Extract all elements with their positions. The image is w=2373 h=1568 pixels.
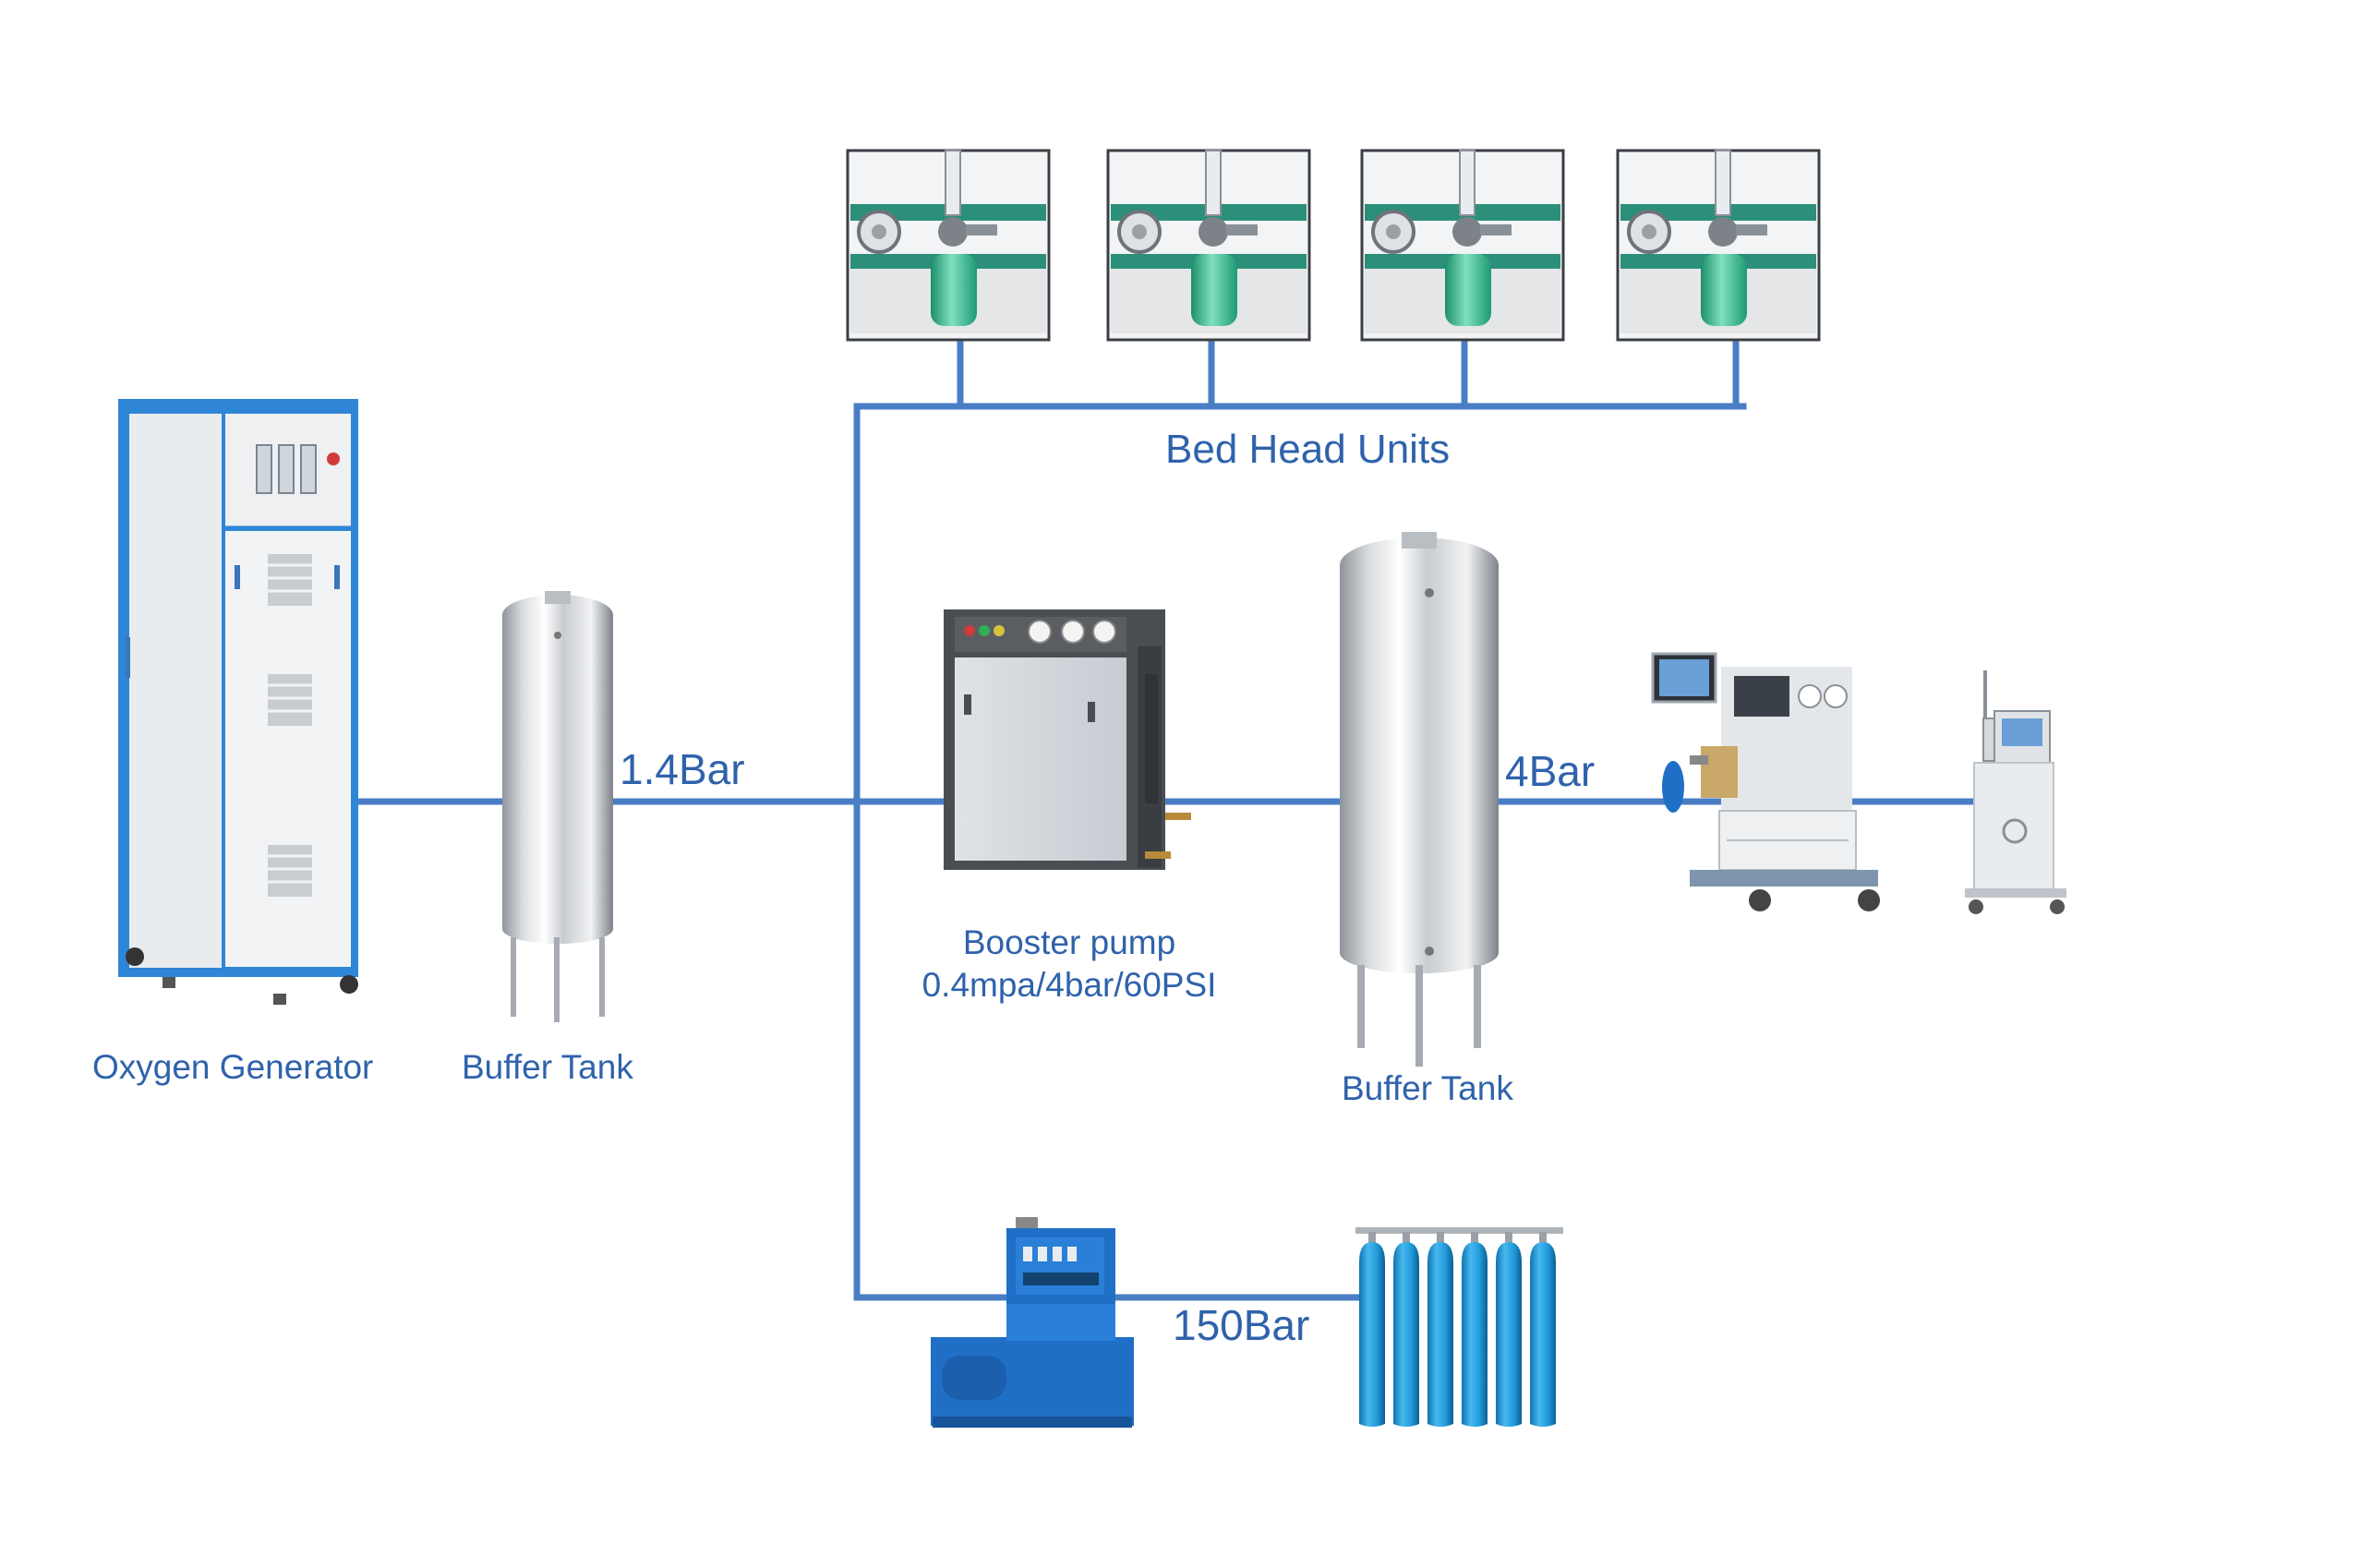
label-bed-head-units: Bed Head Units — [1165, 427, 1451, 472]
oxygen-cylinder-icon — [1359, 1232, 1385, 1427]
bed-head-units-group — [846, 149, 1821, 342]
oxygen-cylinder-icon — [1496, 1232, 1522, 1427]
stainless-buffer-tank-icon — [502, 591, 613, 1022]
ventilator-icon — [1965, 670, 2066, 914]
filling-compressor-icon — [931, 1217, 1134, 1428]
flowmeter-humidifier-icon — [846, 149, 1051, 342]
label-booster-pump: Booster pump — [962, 923, 1176, 961]
oxygen-cylinder-icon — [1427, 1232, 1453, 1427]
oxygen-cylinder-bank-icon — [1355, 1227, 1563, 1427]
pipe-network — [355, 336, 1989, 1301]
flowmeter-humidifier-icon — [1106, 149, 1311, 342]
label-pressure-1-4bar: 1.4Bar — [620, 745, 745, 793]
label-buffer-tank-1: Buffer Tank — [462, 1048, 633, 1086]
oxygen-cylinder-icon — [1530, 1232, 1556, 1427]
label-booster-pump-spec: 0.4mpa/4bar/60PSI — [921, 966, 1217, 1004]
stainless-buffer-tank-icon — [1340, 532, 1499, 1067]
oxygen-cylinder-icon — [1393, 1232, 1419, 1427]
booster-pump-cabinet-icon — [944, 609, 1191, 870]
label-pressure-4bar: 4Bar — [1505, 747, 1596, 795]
label-oxygen-generator: Oxygen Generator — [92, 1048, 374, 1086]
oxygen-cylinder-icon — [1462, 1232, 1488, 1427]
cylinder-manifold — [1355, 1227, 1563, 1234]
label-pressure-150bar: 150Bar — [1173, 1301, 1310, 1349]
label-buffer-tank-2: Buffer Tank — [1342, 1069, 1513, 1107]
anesthesia-machine-icon — [1651, 652, 1880, 911]
flowmeter-humidifier-icon — [1616, 149, 1821, 342]
flowmeter-humidifier-icon — [1360, 149, 1565, 342]
oxygen-generator-cabinet-icon — [118, 399, 358, 1005]
